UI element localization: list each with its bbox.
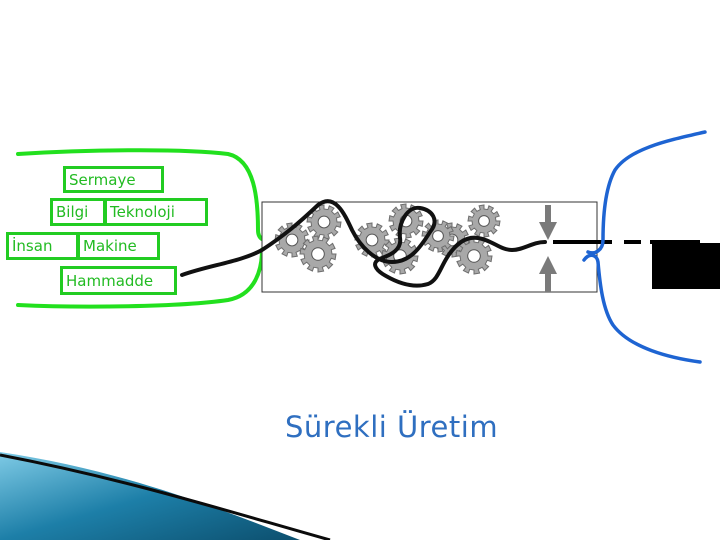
arrow-up-icon [539, 256, 557, 292]
caption-title: Sürekli Üretim [285, 410, 499, 444]
gear-icon [299, 235, 337, 273]
output-block [652, 243, 720, 289]
corner-accent-line [0, 453, 331, 540]
input-bilgi: Bilgi [50, 198, 106, 226]
input-sermaye: Sermaye [63, 166, 164, 193]
input-makine: Makine [77, 232, 160, 260]
corner-accent [0, 452, 300, 540]
arrow-down-icon [539, 205, 557, 240]
gear-icon [455, 237, 493, 275]
input-insan: İnsan [6, 232, 79, 260]
gear-icon [306, 204, 342, 240]
gear-icon [467, 204, 501, 238]
gear-icon [421, 219, 455, 253]
input-teknoloji: Teknoloji [104, 198, 208, 226]
belt-line [180, 199, 547, 288]
input-hammadde: Hammadde [60, 266, 177, 295]
output-bracket [582, 130, 707, 364]
